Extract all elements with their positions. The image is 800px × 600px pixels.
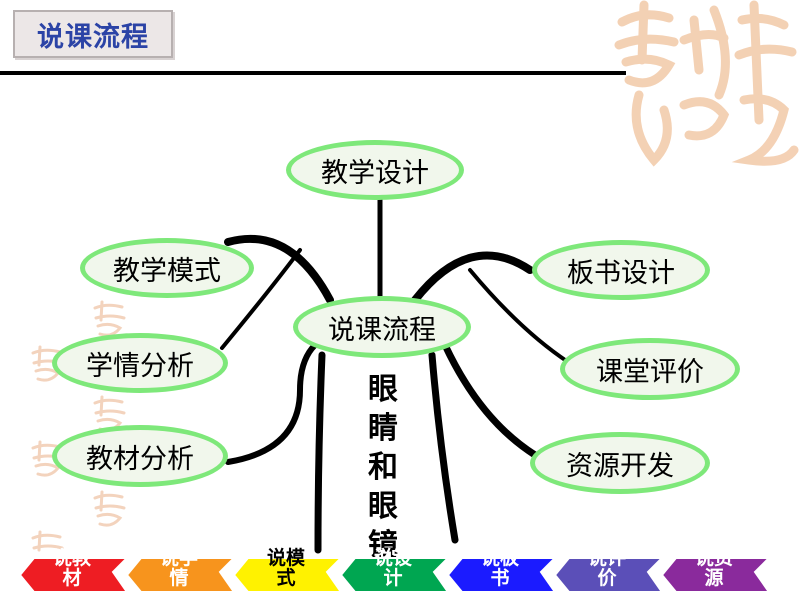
node-label: 教学设计 [321,157,429,189]
arrow-nav-label: 说设计 [363,548,423,588]
arrow-label-line2: 式 [276,567,296,589]
arrow-nav-item[interactable] [660,557,772,593]
node-class-evaluation: 课堂评价 [560,338,740,400]
arrow-label-line1: 说板 [480,547,519,569]
arrow-nav-label: 说学情 [149,548,209,588]
node-board-design: 板书设计 [532,240,710,300]
vertical-char: 睛 [368,411,398,446]
calligraphy-seal-logo [614,0,799,167]
arrow-nav-label: 说板书 [470,548,530,588]
node-teaching-mode: 教学模式 [80,238,254,298]
title-divider [0,71,626,75]
arrow-label-line2: 计 [383,567,403,589]
arrow-label-line2: 情 [169,567,189,589]
arrow-label-line1: 说设 [373,547,412,569]
vertical-char: 眼 [368,372,398,407]
connector-stem-right [428,351,459,544]
vertical-char: 眼 [368,489,398,524]
connector-left1 [224,234,334,304]
arrow-label-line1: 说教 [52,547,91,569]
node-label: 资源开发 [566,450,674,482]
arrow-nav-label: 说教材 [42,548,102,588]
arrow-label-line2: 价 [597,567,617,589]
arrow-nav-item[interactable] [125,557,237,593]
page-title-box: 说课流程 [13,10,173,58]
node-center-lesson-process: 说课流程 [293,296,471,358]
arrow-nav-label: 说评价 [577,548,637,588]
arrow-label-line2: 源 [704,567,724,589]
connector-stem-left [314,351,326,554]
vertical-caption: 眼 睛 和 眼 镜 [363,370,403,565]
arrow-label-line1: 说评 [587,547,626,569]
node-label: 课堂评价 [596,356,704,388]
node-textbook-analysis: 教材分析 [52,425,228,487]
arrow-nav-item[interactable] [232,557,344,593]
arrow-navigation-bar [18,557,772,593]
arrow-nav-label: 说模式 [256,548,316,588]
node-label: 板书设计 [567,257,675,289]
connector-left3 [225,342,318,465]
small-seal-logo [31,530,64,552]
node-label: 教材分析 [86,443,194,475]
node-resource-development: 资源开发 [530,432,710,494]
page-title: 说课流程 [37,21,149,53]
node-label: 学情分析 [86,350,194,382]
connector-left2 [220,248,302,350]
arrow-nav-item[interactable] [446,557,558,593]
arrow-nav-item[interactable] [18,557,130,593]
small-seal-logo [93,490,126,527]
arrow-nav-item[interactable] [339,557,451,593]
node-teaching-design: 教学设计 [286,140,464,200]
arrow-label-line2: 书 [490,567,510,589]
arrow-nav-label: 说资源 [684,548,744,588]
node-student-analysis: 学情分析 [52,333,228,393]
connector-right2 [468,268,570,364]
connector-right1 [411,251,534,304]
arrow-label-line2: 材 [62,567,82,589]
vertical-char: 和 [368,450,398,485]
connector-right3 [441,341,539,459]
arrow-nav-item[interactable] [553,557,665,593]
arrow-label-line1: 说学 [159,547,198,569]
arrow-label-line1: 说模 [266,547,305,569]
node-label: 教学模式 [113,255,221,287]
arrow-label-line1: 说资 [694,547,733,569]
node-label: 说课流程 [328,314,436,346]
